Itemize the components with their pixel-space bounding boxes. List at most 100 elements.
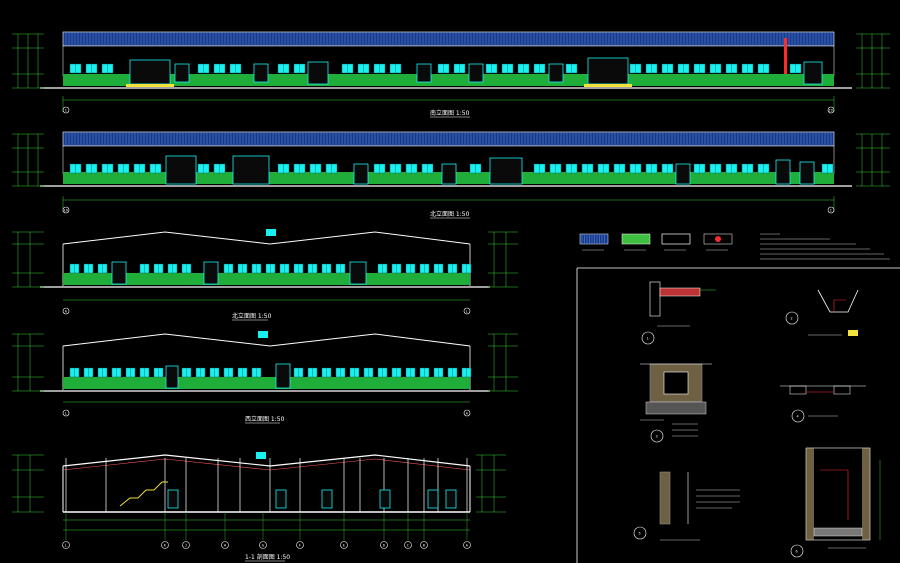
door: [379, 489, 391, 509]
door: [203, 261, 219, 285]
lower-wall-green: [63, 377, 470, 389]
door: [803, 61, 823, 85]
legend-swatch-wall: [621, 233, 651, 245]
section-ceiling: [62, 458, 471, 471]
axis-label: D: [383, 543, 385, 547]
door: [307, 61, 329, 85]
axis-bubble: [182, 541, 190, 549]
door: [489, 157, 523, 185]
level-marks-right: [856, 133, 890, 187]
door-group: [111, 261, 367, 285]
door: [799, 161, 815, 185]
roof-ribs: [65, 133, 832, 145]
door: [275, 489, 287, 509]
axis-bubble: [463, 307, 471, 315]
roof-band: [62, 131, 835, 147]
door: [445, 489, 457, 509]
detail-index-bubble: [790, 544, 804, 558]
axis-label: A: [466, 543, 469, 547]
east-elevation: A L 北立面图 1:50: [12, 229, 518, 321]
axis-label: F: [299, 543, 301, 547]
axis-bubble: [62, 106, 70, 114]
detail-6: 6: [790, 447, 881, 558]
axis-label: E: [343, 543, 345, 547]
axis-bubble: [404, 541, 412, 549]
door-group: [167, 489, 457, 509]
axis-label: K: [164, 543, 167, 547]
level-marks-right: [488, 231, 518, 288]
svg-text:4: 4: [797, 415, 799, 419]
general-notes: [760, 233, 890, 260]
door: [427, 489, 439, 509]
door: [253, 63, 269, 83]
axis-bubble: [463, 409, 471, 417]
detail-index-bubble: [641, 331, 655, 345]
axis-label-left: A: [65, 309, 68, 313]
door-group: [165, 155, 815, 185]
svg-text:2: 2: [791, 317, 793, 321]
red-sign: [784, 38, 787, 74]
window-row: [69, 367, 472, 378]
door: [416, 63, 432, 83]
level-marks-left: [12, 231, 44, 288]
svg-text:1: 1: [647, 337, 649, 341]
level-marks-right: [476, 454, 506, 513]
north-elevation: 19 1 北立面图 1:50: [12, 131, 890, 219]
axis-label-left: 1: [65, 108, 67, 112]
material-legend: [579, 233, 733, 251]
roof-band: [62, 31, 835, 47]
axis-label: G: [262, 543, 264, 547]
detail-index-bubble: [650, 429, 664, 443]
west-elevation: L A 西立面图 1:50: [12, 331, 518, 424]
axis-bubble: [62, 541, 70, 549]
door-group: [129, 57, 823, 85]
roof-profile: [62, 231, 471, 245]
door: [775, 159, 791, 185]
axis-label: H: [224, 543, 226, 547]
detail-index-bubble: [791, 409, 805, 423]
door: [353, 163, 369, 185]
roof-profile: [62, 333, 471, 347]
axis-bubble: [62, 307, 70, 315]
axis-label-left: L: [65, 411, 67, 415]
door: [111, 261, 127, 285]
door: [587, 57, 629, 85]
svg-text:5: 5: [639, 532, 641, 536]
door: [441, 163, 457, 185]
axis-bubble: [340, 541, 348, 549]
level-marks-left: [12, 454, 44, 513]
roof-vent: [258, 331, 268, 338]
door: [321, 489, 333, 509]
door: [349, 261, 367, 285]
south-elevation: 1 19 南立面图 1:50: [12, 31, 890, 118]
legend-swatch-roof: [579, 233, 609, 245]
detail-1: 1: [641, 281, 716, 345]
stair: [119, 481, 168, 507]
axis-bubble: [62, 409, 70, 417]
level-marks-right: [488, 333, 518, 392]
door: [232, 155, 270, 185]
detail-4: 4: [780, 385, 866, 423]
axis-label: L: [65, 543, 67, 547]
roof-ribs: [65, 33, 832, 45]
roof-vent: [266, 229, 276, 236]
axis-bubble: [827, 106, 835, 114]
axis-bubble: [161, 541, 169, 549]
door: [167, 489, 179, 509]
svg-text:6: 6: [796, 550, 798, 554]
section-roof: [62, 454, 471, 467]
window-row: [69, 163, 834, 174]
elevation-title: 北立面图 1:50: [232, 312, 272, 320]
level-marks-right: [856, 33, 890, 89]
legend-sign-icon: [715, 236, 721, 242]
legend-swatch-white: [661, 233, 691, 245]
axis-bubble: [296, 541, 304, 549]
entrance-steps: [126, 84, 632, 87]
axis-label: C: [407, 543, 409, 547]
detail-index-bubble: [785, 311, 799, 325]
section-title: 1-1 剖面图 1:50: [245, 553, 290, 561]
details-panel: 1 2 3: [576, 267, 900, 563]
detail-2: 2: [785, 289, 859, 336]
